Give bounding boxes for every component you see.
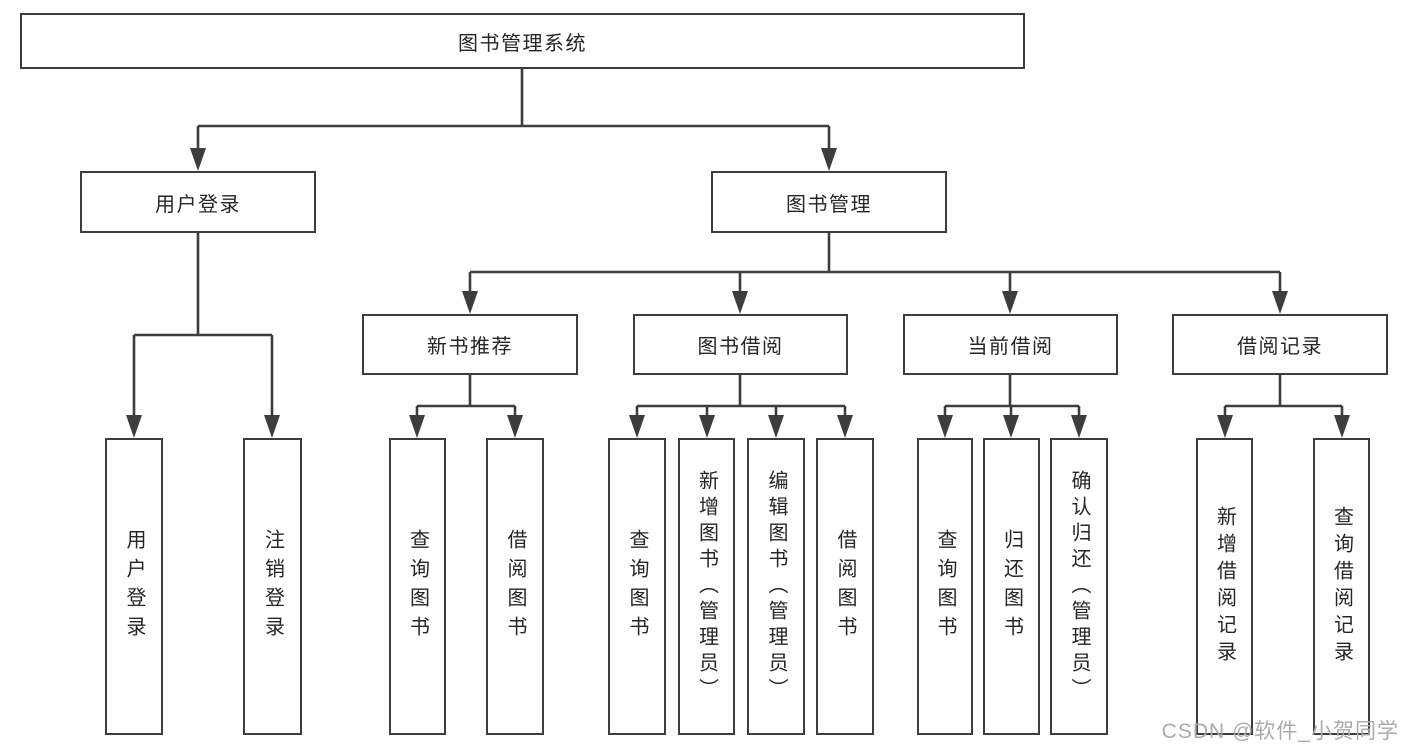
node-current-borrowing-label: 当前借阅 [967, 336, 1054, 358]
leaf-borrow-books-2: 借阅图书 [816, 438, 874, 735]
leaf-logout: 注销登录 [243, 438, 302, 735]
leaf-query-books-3: 查询图书 [917, 438, 973, 735]
leaf-add-books-admin: 新增图书（管理员） [678, 438, 735, 735]
leaf-borrow-books-1-label: 借阅图书 [504, 528, 526, 645]
leaf-return-books: 归还图书 [983, 438, 1040, 735]
node-book-management-label: 图书管理 [786, 193, 872, 216]
node-borrowing-records: 借阅记录 [1172, 314, 1388, 375]
leaf-edit-books-admin: 编辑图书（管理员） [747, 438, 805, 735]
leaf-query-books-1-label: 查询图书 [406, 528, 429, 645]
node-user-login: 用户登录 [80, 171, 316, 233]
leaf-user-login: 用户登录 [105, 438, 163, 735]
node-borrowing-records-label: 借阅记录 [1237, 336, 1323, 358]
leaf-query-books-1: 查询图书 [389, 438, 446, 735]
node-root: 图书管理系统 [20, 13, 1025, 69]
node-new-book-recommend: 新书推荐 [362, 314, 578, 375]
leaf-query-books-3-label: 查询图书 [934, 528, 956, 645]
node-book-management: 图书管理 [711, 171, 947, 233]
leaf-borrow-books-2-label: 借阅图书 [834, 528, 856, 645]
node-user-login-label: 用户登录 [155, 193, 241, 216]
node-book-borrowing-label: 图书借阅 [697, 336, 784, 358]
leaf-confirm-return-admin: 确认归还（管理员） [1050, 438, 1108, 735]
leaf-query-borrow-record-label: 查询借阅记录 [1330, 505, 1353, 668]
watermark: CSDN @软件_小贺同学 [1161, 720, 1399, 743]
leaf-borrow-books-1: 借阅图书 [486, 438, 544, 735]
leaf-confirm-return-admin-label: 确认归还（管理员） [1068, 469, 1090, 704]
node-root-label: 图书管理系统 [458, 32, 587, 55]
leaf-query-books-2: 查询图书 [608, 438, 666, 735]
node-book-borrowing: 图书借阅 [633, 314, 848, 375]
node-new-book-recommend-label: 新书推荐 [427, 336, 513, 358]
arrowheads [126, 148, 1350, 438]
tree-connector-lines [132, 69, 1344, 430]
leaf-edit-books-admin-label: 编辑图书（管理员） [765, 469, 787, 704]
leaf-add-books-admin-label: 新增图书（管理员） [695, 469, 718, 704]
node-current-borrowing: 当前借阅 [903, 314, 1118, 375]
leaf-logout-label: 注销登录 [261, 528, 284, 645]
leaf-add-borrow-record: 新增借阅记录 [1196, 438, 1253, 735]
leaf-query-books-2-label: 查询图书 [626, 528, 648, 645]
leaf-add-borrow-record-label: 新增借阅记录 [1213, 505, 1236, 668]
leaf-user-login-label: 用户登录 [123, 528, 145, 645]
leaf-query-borrow-record: 查询借阅记录 [1313, 438, 1370, 735]
leaf-return-books-label: 归还图书 [1000, 528, 1023, 645]
